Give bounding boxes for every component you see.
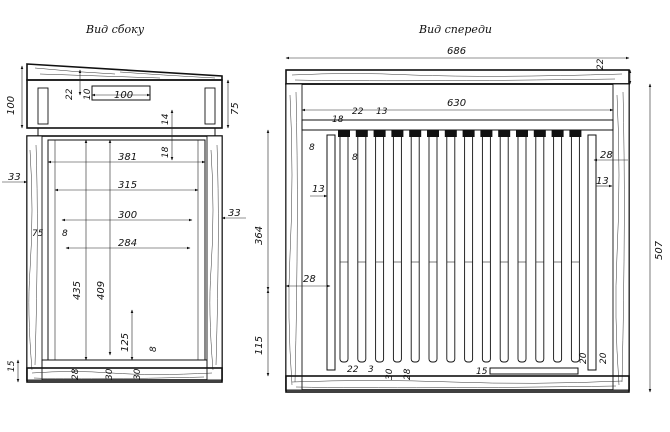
front-frames	[338, 130, 582, 363]
frame-top-bar	[444, 130, 457, 137]
svg-text:284: 284	[118, 238, 137, 249]
side-view: 100 22 10 100 75 14 18 33 381 315 300 33…	[2, 63, 246, 383]
svg-text:125: 125	[120, 333, 131, 352]
svg-text:100: 100	[6, 96, 17, 115]
svg-text:435: 435	[72, 281, 83, 300]
svg-text:22: 22	[596, 58, 606, 70]
side-roof-box	[26, 79, 223, 129]
svg-text:13: 13	[376, 107, 388, 117]
side-vent	[91, 85, 151, 101]
svg-text:28: 28	[403, 368, 413, 380]
svg-text:686: 686	[447, 46, 466, 57]
svg-text:8: 8	[62, 229, 68, 239]
side-roof-post-right	[204, 87, 216, 125]
svg-text:507: 507	[654, 240, 665, 260]
frame-bar	[517, 133, 527, 363]
front-view-title: Вид спереди	[418, 23, 492, 36]
frame-top-bar	[338, 130, 350, 137]
svg-text:18: 18	[161, 146, 171, 158]
side-floor	[26, 367, 223, 383]
side-view-title: Вид сбоку	[85, 23, 145, 36]
svg-text:20: 20	[599, 352, 609, 364]
frame-bar	[428, 133, 438, 363]
svg-text:409: 409	[96, 281, 107, 300]
front-roof	[285, 69, 630, 85]
frame-top-bar	[427, 130, 439, 137]
frame-bar	[375, 133, 385, 363]
svg-text:100: 100	[114, 90, 133, 101]
frame-bar	[392, 133, 402, 363]
frame-bar	[481, 133, 491, 363]
frame-bar	[464, 133, 474, 363]
front-ceiling-board	[301, 119, 614, 131]
side-frame	[47, 139, 206, 361]
svg-text:22: 22	[347, 365, 359, 375]
frame-top-bar	[391, 130, 404, 137]
svg-text:28: 28	[303, 274, 316, 285]
svg-text:18: 18	[332, 115, 344, 125]
svg-text:22: 22	[65, 88, 75, 100]
svg-text:8: 8	[352, 153, 358, 163]
frame-top-bar	[569, 130, 582, 137]
svg-text:315: 315	[118, 180, 137, 191]
frame-bar	[446, 133, 456, 363]
svg-text:14: 14	[161, 113, 171, 125]
svg-text:30: 30	[105, 368, 115, 380]
svg-text:630: 630	[447, 98, 466, 109]
side-wall-left	[26, 135, 43, 381]
front-entrance	[489, 367, 579, 375]
svg-text:20: 20	[579, 352, 589, 364]
svg-text:15: 15	[476, 367, 488, 377]
front-view: 686 22 630 18 22 13 8 8 28 13 13 364 507…	[254, 46, 665, 393]
svg-text:22: 22	[352, 107, 364, 117]
side-roof-post-left	[37, 87, 49, 125]
side-bottom-board	[41, 359, 208, 369]
svg-text:75: 75	[32, 229, 44, 239]
svg-text:13: 13	[312, 184, 325, 195]
side-wall-right	[206, 135, 223, 381]
svg-text:8: 8	[149, 346, 159, 352]
svg-text:30: 30	[385, 368, 395, 380]
svg-text:15: 15	[7, 360, 17, 372]
frame-top-bar	[355, 130, 368, 137]
svg-text:33: 33	[228, 208, 241, 219]
side-roof	[26, 63, 223, 81]
svg-text:300: 300	[118, 210, 137, 221]
frame-top-bar	[498, 130, 511, 137]
svg-text:3: 3	[368, 365, 374, 375]
svg-text:381: 381	[118, 152, 137, 163]
frame-top-bar	[409, 130, 422, 137]
svg-text:30: 30	[133, 368, 143, 380]
frame-bar	[535, 133, 545, 363]
side-wall-grain	[28, 144, 219, 371]
svg-text:33: 33	[8, 172, 21, 183]
frame-bar	[357, 133, 367, 363]
frame-bar	[339, 133, 349, 363]
svg-text:28: 28	[600, 150, 613, 161]
frame-bar	[499, 133, 509, 363]
front-wall-left	[285, 83, 303, 391]
svg-text:13: 13	[596, 176, 609, 187]
svg-text:8: 8	[309, 143, 315, 153]
frame-top-bar	[480, 130, 493, 137]
frame-top-bar	[551, 130, 564, 137]
svg-text:28: 28	[71, 368, 81, 380]
frame-bar	[553, 133, 563, 363]
frame-top-bar	[373, 130, 386, 137]
side-ceiling-board	[37, 127, 216, 137]
side-roof-grain	[34, 67, 216, 79]
frame-top-bar	[462, 130, 475, 137]
frame-bar	[410, 133, 420, 363]
frame-top-bar	[516, 130, 528, 137]
front-wall-right	[612, 83, 630, 391]
svg-text:75: 75	[230, 102, 241, 115]
svg-text:364: 364	[254, 226, 265, 245]
svg-text:115: 115	[254, 336, 265, 355]
frame-bar	[570, 133, 580, 363]
svg-text:10: 10	[83, 88, 93, 100]
frame-top-bar	[533, 130, 546, 137]
front-floor	[285, 375, 630, 393]
